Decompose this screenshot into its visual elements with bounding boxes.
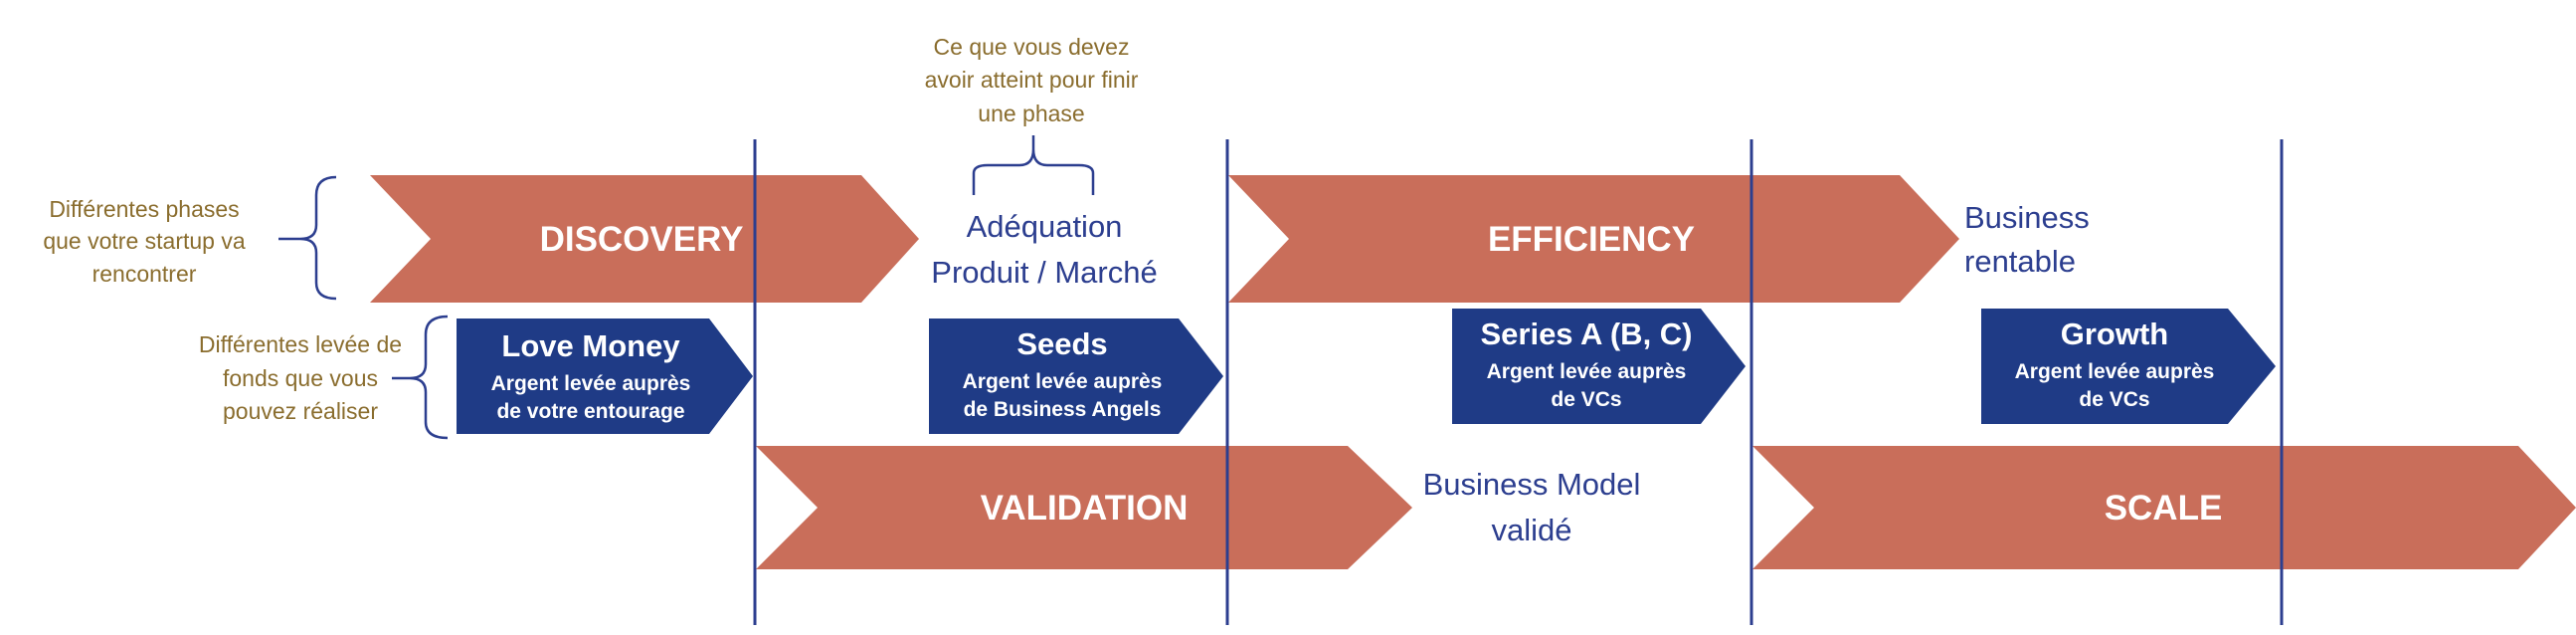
funding-line-growth-1: Argent levée auprès [2015, 360, 2215, 383]
phase-note-brace [299, 175, 337, 301]
funding-line-seeds-2: de Business Angels [964, 398, 1162, 421]
milestone-product-market-line-2: Produit / Marché [931, 255, 1157, 290]
milestone-business-model-line-2: validé [1492, 513, 1572, 547]
funding-note-brace [409, 315, 449, 440]
milestone-note-line-3: une phase [978, 101, 1084, 126]
phase-label-discovery: DISCOVERY [540, 220, 744, 259]
funding-note-line-3: pouvez réaliser [223, 398, 378, 424]
milestone-note-brace [972, 148, 1095, 195]
milestone-product-market-line-1: Adéquation [967, 209, 1123, 244]
milestone-business-model-line-1: Business Model [1423, 467, 1641, 502]
phase-arrow-efficiency [1228, 175, 1959, 303]
milestone-note-line-1: Ce que vous devez [934, 34, 1130, 60]
phase-note-line-3: rencontrer [92, 261, 197, 287]
milestone-note-line-2: avoir atteint pour finir [925, 67, 1139, 93]
funding-arrow-love-money [457, 318, 753, 434]
funding-line-series-a-1: Argent levée auprès [1487, 360, 1687, 383]
phase-arrow-scale [1752, 446, 2576, 569]
funding-title-seeds: Seeds [1016, 326, 1107, 361]
phase-label-scale: SCALE [2105, 489, 2223, 528]
phase-label-efficiency: EFFICIENCY [1488, 220, 1695, 259]
milestone-profitable-line-2: rentable [1964, 244, 2076, 279]
funding-arrow-series-a [1452, 309, 1746, 424]
phase-note-line-1: Différentes phases [49, 196, 239, 222]
funding-title-love-money: Love Money [501, 328, 680, 363]
funding-arrow-growth [1981, 309, 2276, 424]
funding-note-line-2: fonds que vous [223, 365, 378, 391]
funding-line-growth-2: de VCs [2079, 388, 2149, 411]
phase-label-validation: VALIDATION [981, 489, 1189, 528]
phase-arrow-discovery [370, 175, 919, 303]
funding-title-series-a: Series A (B, C) [1480, 317, 1692, 351]
funding-line-series-a-2: de VCs [1551, 388, 1621, 411]
funding-arrow-seeds [929, 318, 1223, 434]
funding-line-love-money-2: de votre entourage [496, 400, 684, 423]
funding-line-love-money-1: Argent levée auprès [491, 372, 691, 395]
funding-title-growth: Growth [2061, 317, 2169, 351]
funding-line-seeds-1: Argent levée auprès [963, 370, 1163, 393]
funding-note-line-1: Différentes levée de [199, 331, 402, 357]
milestone-profitable-line-1: Business [1964, 200, 2090, 235]
phase-arrow-validation [756, 446, 1412, 569]
phase-note-line-2: que votre startup va [43, 228, 245, 254]
